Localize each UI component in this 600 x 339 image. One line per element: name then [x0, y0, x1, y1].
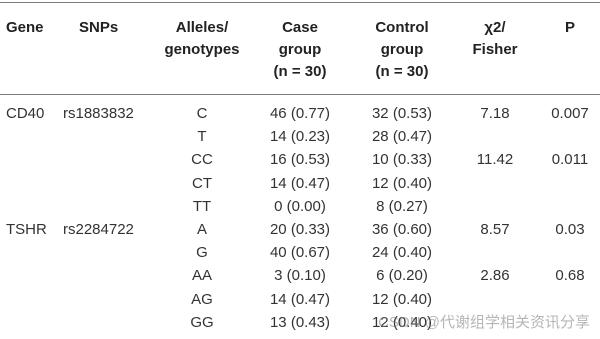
cell-case: 16 (0.53) — [269, 151, 331, 168]
cell-allele: TT — [192, 198, 212, 215]
cell-p: 0.68 — [555, 267, 585, 284]
table-top-rule — [0, 2, 600, 3]
header-p: P — [564, 19, 575, 36]
header-control-line2: group — [380, 41, 424, 58]
header-chi-line2: Fisher — [472, 41, 518, 58]
cell-control: 10 (0.33) — [371, 151, 433, 168]
cell-case: 14 (0.23) — [269, 128, 331, 145]
cell-p: 0.007 — [551, 105, 589, 122]
table-header-rule — [0, 94, 600, 95]
header-gene: Gene — [6, 19, 44, 36]
cell-chi: 7.18 — [480, 105, 510, 122]
cell-control: 12 (0.40) — [371, 291, 433, 308]
cell-allele: CT — [192, 175, 212, 192]
cell-allele: AG — [191, 291, 213, 308]
cell-allele: AA — [191, 267, 212, 284]
header-control-line1: Control — [375, 19, 429, 36]
cell-case: 0 (0.00) — [274, 198, 326, 215]
header-chi-line1: χ2/ — [484, 19, 506, 36]
cell-case: 14 (0.47) — [269, 291, 331, 308]
cell-control: 24 (0.40) — [371, 244, 433, 261]
header-control-line3: (n = 30) — [375, 63, 429, 80]
cell-snp: rs2284722 — [63, 221, 134, 238]
cell-allele: G — [196, 244, 208, 261]
cell-allele: C — [196, 105, 208, 122]
cell-gene: CD40 — [6, 105, 45, 122]
watermark: CSDN @代谢组学相关资讯分享 — [378, 314, 590, 331]
cell-control: 6 (0.20) — [376, 267, 428, 284]
header-snps: SNPs — [79, 19, 119, 36]
cell-snp: rs1883832 — [63, 105, 134, 122]
cell-chi: 2.86 — [480, 267, 510, 284]
cell-case: 13 (0.43) — [269, 314, 331, 331]
cell-control: 28 (0.47) — [371, 128, 433, 145]
cell-allele: A — [196, 221, 207, 238]
cell-p: 0.011 — [551, 151, 589, 168]
cell-allele: GG — [190, 314, 214, 331]
cell-control: 12 (0.40) — [371, 175, 433, 192]
header-alleles-line2: genotypes — [164, 41, 240, 58]
cell-case: 3 (0.10) — [274, 267, 326, 284]
cell-chi: 8.57 — [480, 221, 510, 238]
header-case-line2: group — [278, 41, 322, 58]
header-case-line1: Case — [282, 19, 318, 36]
cell-gene: TSHR — [6, 221, 47, 238]
cell-control: 32 (0.53) — [371, 105, 433, 122]
cell-chi: 11.42 — [476, 151, 514, 168]
cell-case: 46 (0.77) — [269, 105, 331, 122]
cell-allele: T — [197, 128, 207, 145]
cell-control: 12 (0.40) — [371, 314, 433, 331]
header-case-line3: (n = 30) — [273, 63, 327, 80]
cell-case: 14 (0.47) — [269, 175, 331, 192]
cell-allele: CC — [191, 151, 213, 168]
cell-control: 36 (0.60) — [371, 221, 433, 238]
cell-control: 8 (0.27) — [376, 198, 428, 215]
cell-case: 20 (0.33) — [269, 221, 331, 238]
cell-case: 40 (0.67) — [269, 244, 331, 261]
cell-p: 0.03 — [555, 221, 585, 238]
header-alleles-line1: Alleles/ — [175, 19, 229, 36]
